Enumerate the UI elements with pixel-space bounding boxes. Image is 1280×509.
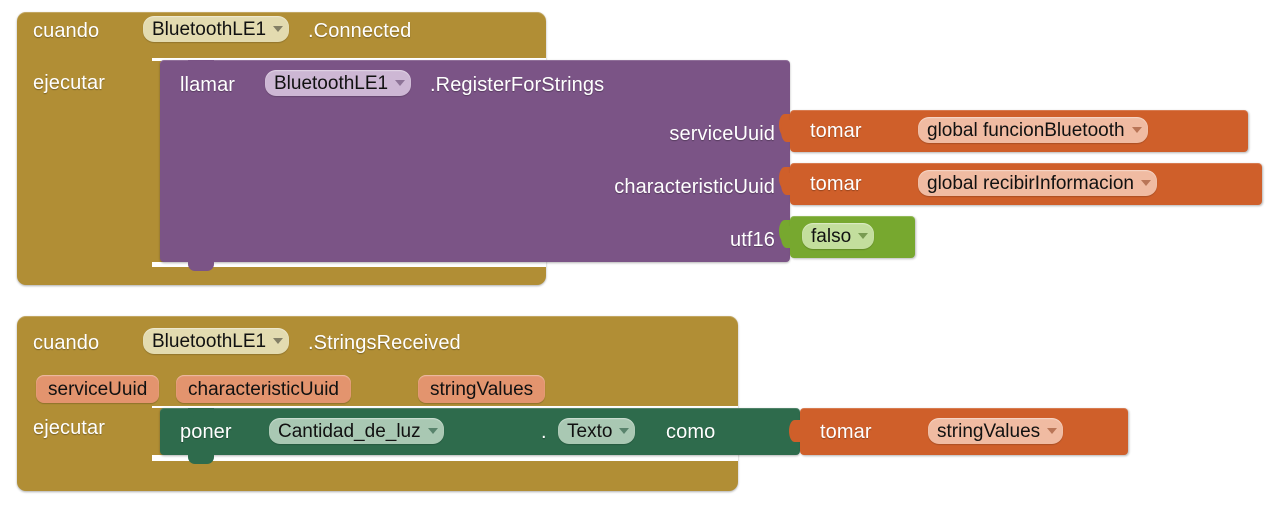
method-call-block-registerforstrings[interactable] <box>160 60 790 271</box>
chevron-down-icon <box>395 80 406 86</box>
event-slot-gap-1 <box>152 58 546 61</box>
event-param-characteristicuuid[interactable]: characteristicUuid <box>176 375 351 403</box>
bottom-tab-icon <box>188 455 214 464</box>
setter-property-dropdown[interactable]: Texto <box>558 418 636 444</box>
when-label-1: cuando <box>33 20 100 42</box>
method-name-label: .RegisterForStrings <box>430 74 605 96</box>
setter-to-label: como <box>666 421 716 443</box>
left-plug-icon <box>781 226 792 248</box>
component-name: BluetoothLE1 <box>152 330 267 352</box>
top-notch-icon <box>188 408 214 417</box>
variable-name: stringValues <box>937 420 1041 442</box>
bottom-tab-icon <box>188 262 214 271</box>
when-label-2: cuando <box>33 332 100 354</box>
get-label-2: tomar <box>810 173 862 195</box>
component-dropdown-stringsreceived[interactable]: BluetoothLE1 <box>143 328 290 354</box>
event-slot-gap-2 <box>152 406 738 408</box>
component-name: BluetoothLE1 <box>152 18 267 40</box>
event-slot-gap-2b <box>152 455 738 461</box>
chevron-down-icon <box>619 428 630 434</box>
chevron-down-icon <box>273 338 284 344</box>
logic-value: falso <box>811 225 852 247</box>
variable-name: global recibirInformacion <box>927 172 1134 194</box>
setter-dot-separator: . <box>541 421 547 443</box>
chevron-down-icon <box>427 428 438 434</box>
chevron-down-icon <box>1141 180 1151 186</box>
variable-dropdown-funcionbluetooth[interactable]: global funcionBluetooth <box>918 117 1148 143</box>
setter-block-cantidad-de-luz-texto[interactable] <box>160 408 800 464</box>
top-notch-icon <box>188 60 214 69</box>
arg-label-utf16: utf16 <box>730 229 775 251</box>
event-slot-gap-1b <box>152 262 546 267</box>
variable-dropdown-recibirinformacion[interactable]: global recibirInformacion <box>918 170 1157 196</box>
event-name-label-2: .StringsReceived <box>308 332 461 354</box>
event-param-serviceuuid[interactable]: serviceUuid <box>36 375 160 403</box>
setter-component-dropdown[interactable]: Cantidad_de_luz <box>269 418 444 444</box>
chevron-down-icon <box>273 26 284 32</box>
chevron-down-icon <box>858 233 869 239</box>
call-label-1: llamar <box>180 74 236 96</box>
setter-property-name: Texto <box>567 420 613 442</box>
setter-component-name: Cantidad_de_luz <box>278 420 421 442</box>
call-component-name: BluetoothLE1 <box>274 72 389 94</box>
get-label-3: tomar <box>820 421 872 443</box>
event-name-label-1: .Connected <box>308 20 412 42</box>
arg-label-serviceuuid: serviceUuid <box>669 123 775 145</box>
arg-label-characteristicuuid: characteristicUuid <box>614 176 775 198</box>
chevron-down-icon <box>1047 428 1058 434</box>
logic-dropdown-false[interactable]: falso <box>802 223 875 249</box>
set-label: poner <box>180 421 232 443</box>
left-plug-icon <box>791 420 802 442</box>
component-dropdown-connected[interactable]: BluetoothLE1 <box>143 16 290 42</box>
get-label-1: tomar <box>810 120 862 142</box>
do-label-1: ejecutar <box>33 72 105 94</box>
left-plug-icon <box>781 173 792 195</box>
variable-name: global funcionBluetooth <box>927 119 1125 141</box>
left-plug-icon <box>781 120 792 142</box>
variable-dropdown-stringvalues[interactable]: stringValues <box>928 418 1064 444</box>
call-component-dropdown[interactable]: BluetoothLE1 <box>265 70 412 96</box>
chevron-down-icon <box>1131 127 1142 133</box>
do-label-2: ejecutar <box>33 417 105 439</box>
event-param-stringvalues[interactable]: stringValues <box>418 375 546 403</box>
event-block-stringsreceived[interactable] <box>17 316 738 491</box>
